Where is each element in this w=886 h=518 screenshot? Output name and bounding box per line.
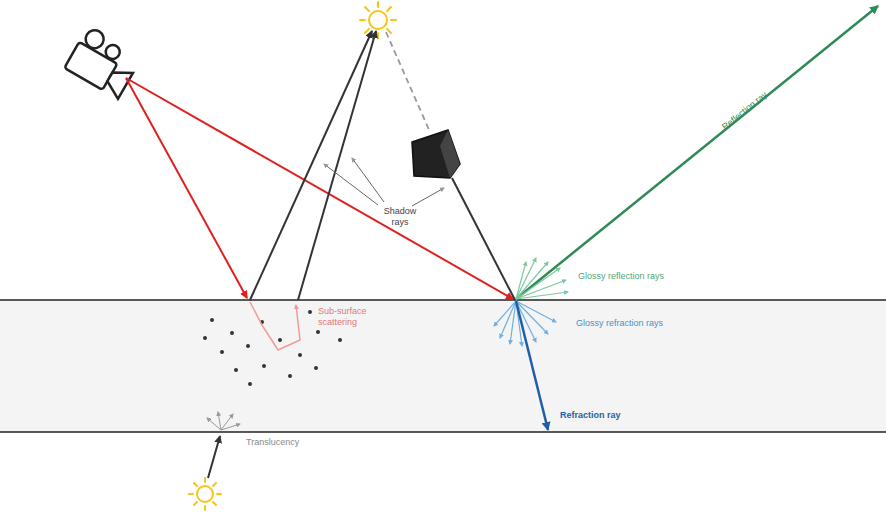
refraction-ray <box>516 301 548 430</box>
subsurface-path <box>250 302 300 350</box>
shadow-ray <box>452 178 515 300</box>
surface-top <box>0 299 886 301</box>
material-slab <box>0 300 886 432</box>
shadow-ray <box>298 31 376 300</box>
reflection-ray-label: Reflection ray <box>720 89 770 132</box>
blocked-shadow-ray <box>386 32 430 132</box>
subsurface-label: Sub-surface scattering <box>318 306 370 328</box>
occluder-object <box>412 130 460 178</box>
glossy-reflection-rays <box>516 258 568 299</box>
sun-icon <box>360 2 396 38</box>
refraction-ray-label: Refraction ray <box>560 410 621 421</box>
translucency-label: Translucency <box>246 437 299 448</box>
camera-ray <box>126 78 247 298</box>
translucency-rays <box>207 412 240 430</box>
leader-lines <box>324 158 444 206</box>
camera-ray <box>126 78 513 299</box>
reflection-ray <box>516 6 878 299</box>
transmitted-ray <box>208 436 220 478</box>
sun-icon <box>189 478 221 510</box>
glossy-refraction-label: Glossy refraction rays <box>576 318 663 329</box>
glossy-reflection-label: Glossy reflection rays <box>578 271 664 282</box>
shadow-rays-label: Shadow rays <box>378 206 422 228</box>
shadow-ray <box>250 31 372 300</box>
surface-bottom <box>0 431 886 433</box>
